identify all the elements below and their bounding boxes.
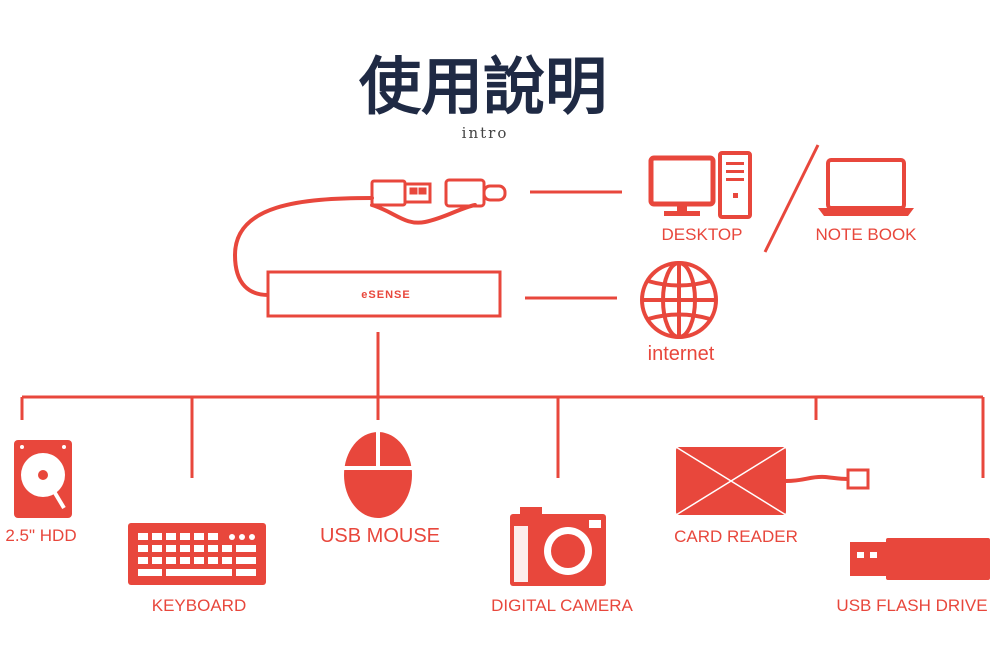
usb-cable — [232, 196, 477, 297]
slash-divider — [763, 144, 820, 253]
hdd-label: 2.5" HDD — [5, 526, 76, 545]
keyboard-label: KEYBOARD — [152, 596, 246, 615]
page-title: 使用說明 — [359, 50, 607, 123]
laptop-icon — [818, 158, 914, 216]
mouse-label: USB MOUSE — [320, 525, 440, 547]
cardreader-label: CARD READER — [674, 527, 798, 546]
notebook-label: NOTE BOOK — [815, 225, 917, 244]
globe-icon — [640, 261, 718, 339]
desktop-computer-icon — [648, 151, 752, 219]
desktop-label: DESKTOP — [662, 225, 743, 244]
usb-c-plug-icon — [444, 178, 507, 208]
flashdrive-label: USB FLASH DRIVE — [836, 596, 987, 615]
internet-label: internet — [648, 343, 715, 365]
usb-hub: eSENSE — [266, 270, 502, 318]
mouse-icon — [344, 432, 412, 518]
camera-label: DIGITAL CAMERA — [491, 596, 633, 615]
usb-flash-drive-icon — [850, 538, 990, 580]
keyboard-icon — [128, 523, 266, 585]
device-bus — [20, 332, 985, 478]
hard-drive-icon — [14, 440, 72, 518]
camera-icon — [510, 507, 606, 586]
hub-brand-logo: eSENSE — [361, 289, 410, 301]
usb-a-plug-icon — [370, 179, 432, 207]
card-reader-icon — [675, 446, 870, 516]
page-subtitle: intro — [462, 124, 509, 142]
